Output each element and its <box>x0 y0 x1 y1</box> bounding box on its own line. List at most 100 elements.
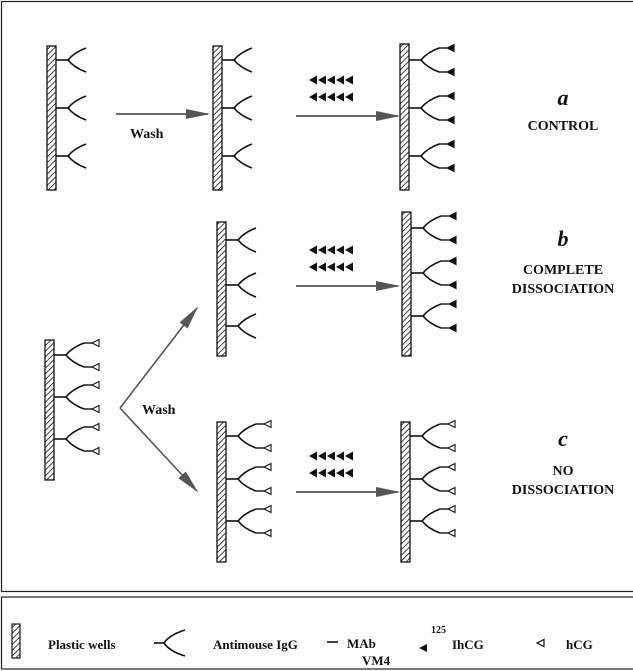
antimouse-igg <box>410 424 440 448</box>
antimouse-igg <box>222 96 252 120</box>
labeled-hcg-marker <box>336 452 344 461</box>
labeled-hcg-marker <box>345 452 353 461</box>
well-a-bound <box>400 44 454 190</box>
labeled-hcg <box>449 282 456 289</box>
antimouse-igg <box>226 467 256 491</box>
legend-mab-label: MAb <box>347 636 376 651</box>
panel-a-caption: CONTROL <box>528 119 599 134</box>
labeled-hcg-marker <box>309 246 317 255</box>
labeled-hcg <box>447 45 454 52</box>
labeled-hcg-marker <box>309 263 317 272</box>
legend-plastic-well-swatch <box>12 624 20 658</box>
branch-arrow-up <box>120 308 197 408</box>
labeled-hcg <box>449 325 456 332</box>
panel-b-letter: b <box>558 226 569 251</box>
antimouse-igg <box>226 273 256 297</box>
antimouse-igg <box>56 144 86 168</box>
antimouse-igg <box>409 144 439 168</box>
antimouse-igg <box>54 343 84 367</box>
labeled-hcg-marker <box>327 246 335 255</box>
labeled-hcg-marker <box>345 246 353 255</box>
antimouse-igg <box>226 424 256 448</box>
antimouse-igg <box>409 48 439 72</box>
antimouse-igg <box>226 314 256 338</box>
labeled-hcg-marker <box>309 469 317 478</box>
panel-b-caption-line2: DISSOCIATION <box>512 282 614 297</box>
panel-b-caption-line1: COMPLETE <box>523 263 603 278</box>
labeled-hcg-marker <box>327 263 335 272</box>
labeled-hcg-marker <box>309 76 317 85</box>
labeled-hcg-marker <box>318 246 326 255</box>
hcg-addition-a <box>309 76 353 102</box>
hcg-addition-c <box>309 452 353 478</box>
legend-labeled-hcg-superscript: 125 <box>431 625 446 636</box>
antimouse-igg <box>411 216 441 240</box>
labeled-hcg-marker <box>318 469 326 478</box>
plastic-well <box>47 46 56 190</box>
hcg <box>448 421 455 428</box>
well-b-bound <box>402 212 456 356</box>
antimouse-igg <box>56 48 86 72</box>
labeled-hcg-marker <box>327 452 335 461</box>
labeled-hcg <box>449 301 456 308</box>
labeled-hcg-marker <box>327 93 335 102</box>
legend-antimouse-igg-label: Antimouse IgG <box>213 637 298 652</box>
labeled-hcg-marker <box>345 93 353 102</box>
hcg <box>92 364 99 371</box>
antimouse-igg <box>411 304 441 328</box>
labeled-hcg-marker <box>327 469 335 478</box>
hcg <box>92 424 99 431</box>
legend-hcg-icon <box>537 640 544 647</box>
labeled-hcg <box>447 93 454 100</box>
hcg <box>448 445 455 452</box>
antimouse-igg <box>54 427 84 451</box>
labeled-hcg-marker <box>309 93 317 102</box>
panel-c-letter: c <box>558 426 568 451</box>
labeled-hcg-marker <box>336 263 344 272</box>
labeled-hcg-marker <box>318 93 326 102</box>
branch-arrow-down <box>120 408 197 491</box>
labeled-hcg-marker <box>336 469 344 478</box>
hcg <box>448 506 455 513</box>
antimouse-igg <box>226 509 256 533</box>
labeled-hcg-marker <box>327 76 335 85</box>
labeled-hcg-marker <box>336 76 344 85</box>
plastic-well <box>45 340 54 480</box>
wash-label-top: Wash <box>130 127 164 142</box>
legend-antimouse-igg-icon <box>154 630 185 656</box>
plastic-well <box>400 44 409 190</box>
panel-a-letter: a <box>558 85 569 110</box>
hcg <box>264 488 271 495</box>
hcg <box>92 382 99 389</box>
labeled-hcg-marker <box>318 452 326 461</box>
labeled-hcg-marker <box>345 76 353 85</box>
well-a-washed <box>213 46 252 190</box>
legend: Plastic wells Antimouse IgG MAb VM4 125 … <box>12 624 593 668</box>
labeled-hcg-marker <box>309 452 317 461</box>
hcg <box>448 464 455 471</box>
antimouse-igg <box>56 96 86 120</box>
plastic-well <box>217 422 226 562</box>
labeled-hcg <box>447 69 454 76</box>
antimouse-igg <box>411 261 441 285</box>
labeled-hcg-marker <box>318 76 326 85</box>
plastic-well <box>401 422 410 562</box>
hcg <box>92 448 99 455</box>
panel-c-caption-line2: DISSOCIATION <box>512 483 614 498</box>
antimouse-igg <box>410 509 440 533</box>
hcg <box>264 506 271 513</box>
legend-frame <box>2 597 633 669</box>
labeled-hcg <box>449 237 456 244</box>
legend-labeled-hcg-icon <box>419 644 427 652</box>
hcg <box>264 421 271 428</box>
wells-layer <box>45 44 456 562</box>
legend-labeled-hcg-label: IhCG <box>452 637 484 652</box>
labeled-hcg-marker <box>336 246 344 255</box>
hcg-addition-b <box>309 246 353 272</box>
hcg <box>92 406 99 413</box>
hcg <box>264 445 271 452</box>
antimouse-igg <box>226 228 256 252</box>
plastic-well <box>402 212 411 356</box>
labeled-hcg <box>447 165 454 172</box>
hcg <box>448 530 455 537</box>
